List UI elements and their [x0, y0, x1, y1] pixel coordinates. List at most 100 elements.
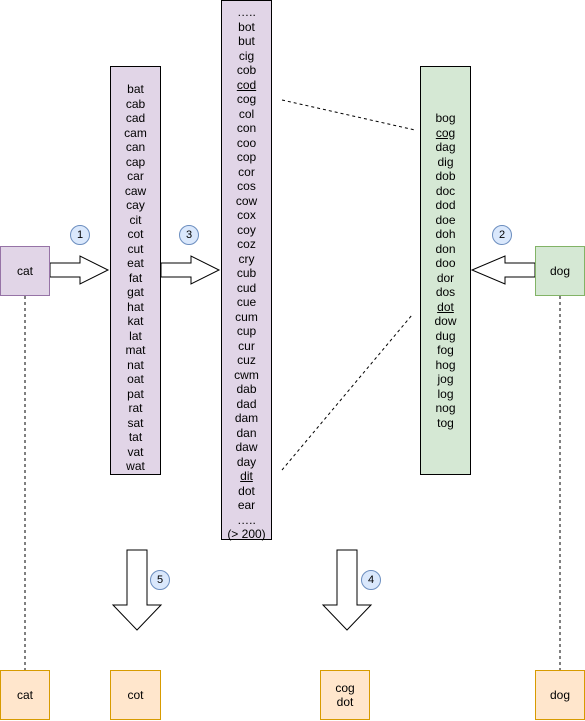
arrow-down-5 — [111, 549, 163, 631]
two-step-word: dit — [240, 469, 253, 483]
two-step-word: coz — [237, 237, 256, 251]
cat-neighbor-word: tat — [128, 430, 143, 444]
dog-neighbor-word: log — [437, 386, 454, 401]
two-step-word: col — [238, 106, 255, 121]
start-word-box: cat — [0, 246, 50, 296]
zoom-line-bottom — [281, 314, 413, 471]
two-step-word: cox — [237, 208, 256, 222]
two-step-word: dab — [236, 382, 257, 396]
path-start-label: cat — [16, 688, 33, 702]
two-step-word: coy — [237, 222, 256, 237]
dog-neighbor-word: jog — [437, 372, 454, 386]
step-badge-4: 4 — [361, 570, 381, 590]
path-step1-box: cot — [110, 670, 161, 720]
two-step-word: cig — [238, 48, 255, 63]
dog-neighbor-word: dod — [435, 198, 456, 212]
arrow-cat-to-neighbors — [49, 255, 110, 285]
two-step-word: cup — [236, 324, 257, 338]
path-meet-box: cog dot — [320, 670, 370, 720]
dog-neighbor-word: cog — [435, 125, 456, 140]
cat-neighbor-word: cad — [125, 111, 146, 125]
dog-neighbor-word: doc — [435, 183, 456, 198]
dog-neighbor-word: dot — [437, 299, 454, 314]
step-badge-2: 2 — [492, 225, 512, 245]
cat-neighbor-word: cit — [129, 212, 142, 227]
end-word-box: dog — [535, 246, 585, 296]
two-step-word: dan — [236, 425, 257, 440]
step-badge-1: 1 — [70, 225, 90, 245]
start-word-label: cat — [16, 264, 33, 278]
two-step-word: cos — [237, 179, 256, 193]
cat-neighbor-word: mat — [125, 343, 146, 357]
dog-neighbor-word: dor — [436, 270, 455, 285]
dog-neighbor-word: don — [435, 241, 456, 256]
cat-neighbor-word: cay — [126, 198, 145, 212]
path-step1-label: cot — [127, 688, 144, 702]
two-step-word: con — [236, 121, 257, 135]
dog-neighbor-word: doh — [435, 227, 456, 241]
dog-neighbor-word: tog — [437, 415, 454, 430]
dog-neighbor-word: dow — [434, 314, 457, 328]
dog-neighbor-word: bog — [435, 111, 456, 125]
dog-neighbor-word: dag — [435, 140, 456, 154]
path-end-label: dog — [549, 688, 571, 702]
dog-neighbor-word: dug — [435, 328, 456, 343]
step-badge-5: 5 — [150, 570, 170, 590]
cat-neighbor-word: sat — [127, 415, 144, 430]
cat-neighbor-word: rat — [128, 401, 143, 415]
cat-neighbor-word: wat — [126, 459, 145, 473]
cat-neighbor-word: hat — [127, 299, 144, 314]
path-meet-word: cog — [335, 681, 355, 695]
cat-neighbor-word: car — [127, 169, 144, 183]
two-step-word: daw — [235, 440, 258, 454]
dog-neighbor-word: dob — [435, 169, 456, 183]
step-badge-3: 3 — [179, 225, 199, 245]
two-step-word: cor — [238, 164, 255, 179]
end-word-label: dog — [549, 264, 571, 278]
two-step-word: dam — [234, 411, 259, 425]
two-step-word: cue — [236, 295, 257, 309]
arrow-neighbors-to-twostep — [160, 255, 221, 285]
dog-neighbor-word: doo — [435, 256, 456, 270]
dog-neighbor-word: fog — [437, 343, 454, 357]
two-step-word: (> 200) — [227, 527, 266, 541]
two-step-word: cum — [235, 309, 258, 324]
dog-neighbor-word: nog — [435, 401, 456, 415]
two-step-word: ….. — [237, 5, 256, 19]
two-step-word: day — [236, 454, 257, 469]
arrow-dog-to-neighbors — [470, 255, 536, 285]
cat-neighbor-word: cap — [125, 154, 146, 169]
two-step-word: cuz — [237, 353, 256, 367]
two-step-word: cod — [236, 77, 257, 92]
dog-neighbor-word: dig — [437, 154, 454, 169]
two-step-word: cow — [235, 193, 258, 208]
two-step-word: cop — [236, 150, 257, 164]
two-step-word: but — [238, 34, 255, 48]
two-step-word: cwm — [234, 367, 259, 382]
dog-neighbor-word: dos — [435, 285, 456, 299]
two-step-word: cud — [236, 280, 257, 295]
cat-neighbor-word: kat — [127, 314, 144, 328]
cat-neighbor-word: can — [125, 140, 146, 154]
path-start-box: cat — [0, 670, 50, 720]
cat-neighbor-word: fat — [128, 270, 143, 285]
two-step-word: dad — [236, 396, 257, 411]
two-step-word: cur — [238, 338, 255, 353]
two-step-word: ….. — [237, 512, 256, 527]
two-step-word: cog — [236, 92, 257, 106]
cat-neighbor-word: oat — [127, 372, 144, 386]
cat-neighbor-word: caw — [124, 183, 147, 198]
two-step-word: bot — [238, 19, 255, 34]
arrow-down-4 — [321, 549, 373, 631]
two-step-word: cub — [236, 266, 257, 280]
cat-neighbor-word: nat — [127, 357, 144, 372]
two-step-word: coo — [236, 135, 257, 150]
cat-neighbor-word: pat — [127, 386, 144, 401]
two-step-word: ear — [237, 498, 256, 512]
cat-neighbor-word: gat — [127, 285, 144, 299]
cat-neighbor-word: cab — [125, 96, 146, 111]
